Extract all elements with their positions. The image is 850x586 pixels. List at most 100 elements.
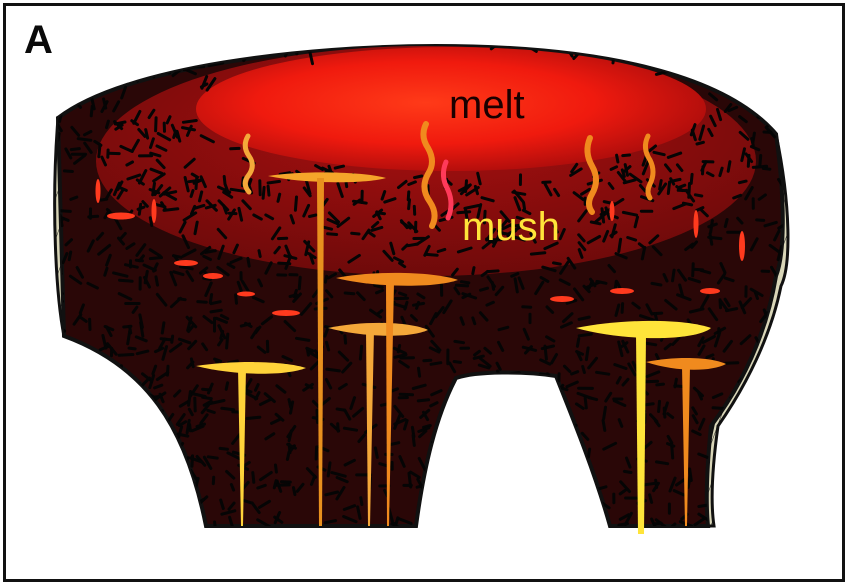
crystal: [297, 338, 309, 340]
crystal: [740, 463, 743, 470]
crystal: [747, 460, 755, 470]
crystal: [150, 218, 151, 226]
crystal: [222, 408, 234, 409]
crystal: [120, 280, 133, 281]
crystal: [530, 508, 536, 515]
crystal: [446, 515, 450, 520]
crystal: [619, 239, 621, 251]
crystal: [111, 401, 113, 410]
crystal: [73, 75, 82, 77]
crystal: [756, 429, 766, 438]
crystal: [80, 354, 85, 358]
crystal: [165, 469, 172, 474]
crystal: [467, 512, 474, 523]
crystal: [529, 501, 538, 511]
crystal: [147, 424, 155, 426]
crystal: [485, 448, 497, 453]
crystal: [645, 483, 657, 485]
crystal: [73, 519, 78, 529]
crystal: [717, 76, 730, 77]
crystal: [675, 379, 676, 387]
lens: [550, 296, 574, 302]
crystal: [597, 372, 609, 374]
crystal: [156, 205, 165, 207]
crystal: [439, 490, 444, 498]
crystal: [759, 477, 766, 481]
crystal: [179, 43, 190, 49]
crystal: [693, 264, 694, 276]
crystal: [182, 527, 186, 532]
crystal: [189, 392, 191, 406]
crystal: [660, 181, 662, 189]
crystal: [419, 368, 420, 376]
crystal: [289, 400, 291, 408]
crystal: [104, 99, 106, 108]
crystal: [466, 460, 476, 461]
crystal: [705, 56, 706, 64]
crystal: [274, 481, 276, 488]
crystal: [563, 439, 567, 445]
crystal: [652, 283, 661, 285]
crystal: [61, 427, 68, 430]
crystal: [481, 288, 488, 290]
crystal: [71, 149, 79, 150]
crystal: [172, 46, 177, 58]
crystal: [227, 334, 228, 348]
crystal: [459, 435, 465, 439]
crystal: [299, 277, 300, 289]
crystal: [542, 500, 546, 506]
crystal: [121, 503, 127, 508]
crystal: [191, 191, 193, 197]
crystal: [513, 192, 525, 194]
crystal: [655, 523, 661, 524]
crystal: [756, 61, 763, 72]
crystal: [478, 429, 479, 436]
crystal: [375, 448, 377, 458]
crystal: [126, 417, 130, 430]
crystal: [476, 519, 479, 526]
crystal: [145, 271, 147, 282]
crystal: [622, 304, 623, 313]
crystal: [135, 483, 136, 492]
crystal: [287, 452, 289, 460]
crystal: [124, 400, 132, 402]
crystal: [181, 267, 193, 269]
crystal: [77, 482, 78, 495]
crystal: [763, 168, 770, 169]
magma-reservoir-diagram: melt mush: [6, 6, 842, 579]
crystal: [111, 506, 116, 510]
crystal: [548, 384, 553, 388]
crystal: [726, 363, 738, 364]
crystal: [183, 476, 184, 483]
crystal: [617, 155, 618, 162]
crystal: [698, 65, 707, 72]
crystal: [92, 476, 103, 477]
crystal: [678, 190, 688, 191]
crystal: [99, 401, 101, 411]
crystal: [524, 498, 527, 504]
crystal: [56, 430, 67, 433]
crystal: [449, 523, 459, 529]
crystal: [730, 458, 735, 469]
crystal: [691, 174, 692, 183]
crystal: [99, 145, 100, 157]
crystal: [447, 451, 449, 459]
crystal: [744, 481, 751, 486]
crystal: [758, 407, 765, 419]
crystal: [253, 473, 254, 483]
lens: [694, 210, 699, 238]
crystal: [345, 336, 346, 343]
crystal: [70, 446, 76, 452]
crystal: [471, 487, 474, 492]
crystal: [74, 399, 82, 401]
crystal: [548, 502, 554, 508]
crystal: [720, 463, 721, 473]
crystal: [534, 418, 541, 424]
crystal: [742, 402, 748, 405]
crystal: [54, 76, 64, 78]
crystal: [746, 432, 756, 439]
crystal: [109, 525, 117, 528]
crystal: [159, 462, 167, 469]
crystal: [61, 474, 71, 476]
crystal: [70, 363, 72, 373]
